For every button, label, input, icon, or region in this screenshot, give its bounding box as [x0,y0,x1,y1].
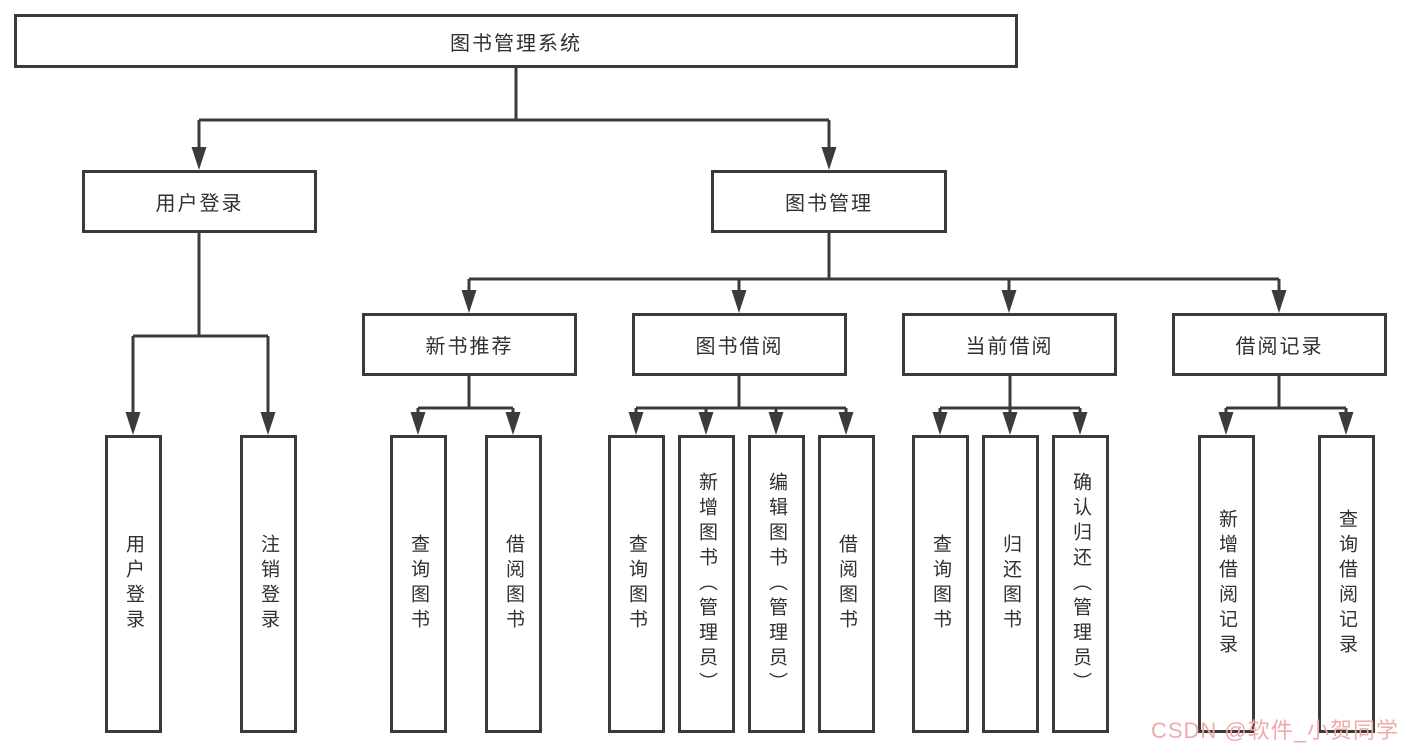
leaf-label: 借阅图书 [836,534,857,634]
node-label: 新书推荐 [425,336,514,358]
leaf-label: 编辑图书（管理员） [766,471,787,697]
node-new-book-recommend: 新书推荐 [362,313,577,376]
node-borrowing-records: 借阅记录 [1172,313,1387,376]
leaf-label: 查询图书 [408,534,429,634]
arrow-heads [125,147,1354,435]
node-label: 当前借阅 [965,336,1054,358]
leaf-logout-login: 注销登录 [240,435,297,733]
leaf-borrowing-edit-books-admin: 编辑图书（管理员） [748,435,805,733]
leaf-current-confirm-return-admin: 确认归还（管理员） [1052,435,1109,733]
node-current-borrowing: 当前借阅 [902,313,1117,376]
leaf-label: 用户登录 [123,534,144,634]
leaf-current-return-books: 归还图书 [982,435,1039,733]
leaf-recommend-query-books: 查询图书 [390,435,447,733]
leaf-borrowing-query-books: 查询图书 [608,435,665,733]
leaf-label: 查询图书 [930,534,951,634]
node-label: 图书借阅 [695,336,784,358]
leaf-current-query-books: 查询图书 [912,435,969,733]
leaf-label: 确认归还（管理员） [1070,471,1091,697]
leaf-label: 查询借阅记录 [1336,509,1357,659]
leaf-label: 新增图书（管理员） [696,471,717,697]
leaf-user-login: 用户登录 [105,435,162,733]
leaf-borrowing-add-books-admin: 新增图书（管理员） [678,435,735,733]
leaf-records-query-borrow-record: 查询借阅记录 [1318,435,1375,733]
node-label: 借阅记录 [1235,336,1324,358]
leaf-label: 查询图书 [626,534,647,634]
node-label: 图书管理 [785,193,873,215]
leaf-label: 注销登录 [258,534,279,634]
leaf-records-add-borrow-record: 新增借阅记录 [1198,435,1255,733]
watermark-text: CSDN @软件_小贺同学 [1150,718,1399,743]
node-label: 用户登录 [155,193,244,215]
node-label: 图书管理系统 [450,32,582,55]
leaf-label: 借阅图书 [503,534,524,634]
leaf-recommend-borrow-books: 借阅图书 [485,435,542,733]
leaf-borrowing-borrow-books: 借阅图书 [818,435,875,733]
node-library-management-system: 图书管理系统 [14,14,1018,68]
node-book-management: 图书管理 [711,170,947,233]
node-book-borrowing: 图书借阅 [632,313,847,376]
leaf-label: 新增借阅记录 [1216,509,1237,659]
leaf-label: 归还图书 [1000,534,1021,634]
node-user-login: 用户登录 [82,170,317,233]
